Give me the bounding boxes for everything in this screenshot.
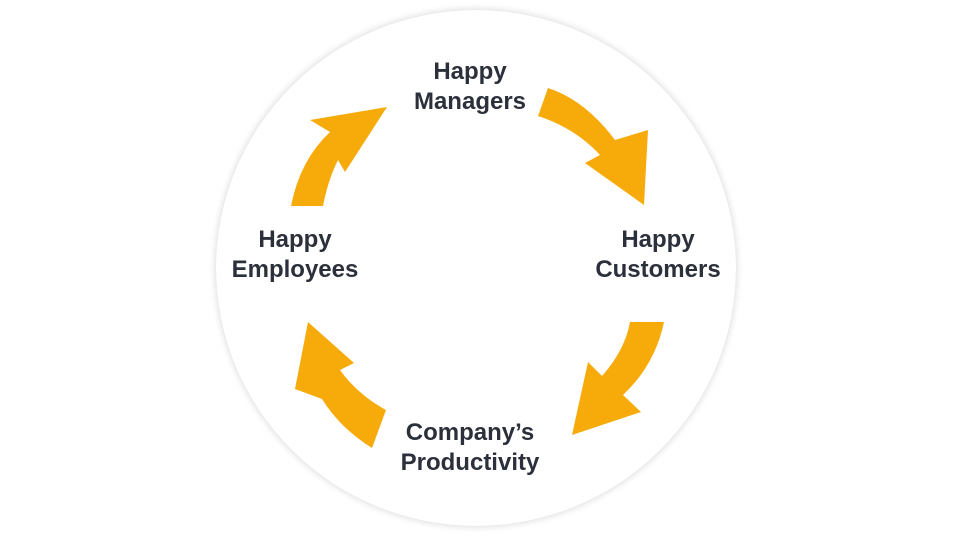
node-label-line2: Managers xyxy=(413,88,527,115)
node-label-line2: Customers xyxy=(595,256,721,283)
curved-arrow-down-right-icon xyxy=(538,88,648,205)
node-company-productivity: Company’s Productivity xyxy=(380,418,560,478)
curved-arrow-down-left-icon xyxy=(572,322,664,435)
node-happy-customers: Happy Customers xyxy=(578,225,738,285)
node-label-line2: Productivity xyxy=(400,449,540,476)
curved-arrow-up-left-icon xyxy=(295,322,386,448)
node-happy-managers: Happy Managers xyxy=(390,57,550,117)
curved-arrow-up-right-icon xyxy=(291,107,387,206)
node-label-line1: Happy xyxy=(433,58,507,85)
node-label-line1: Happy xyxy=(258,226,332,253)
node-label-line1: Company’s xyxy=(405,419,535,446)
node-happy-employees: Happy Employees xyxy=(215,225,375,285)
node-label-line1: Happy xyxy=(621,226,695,253)
background-circle xyxy=(216,10,736,526)
node-label-line2: Employees xyxy=(231,256,359,283)
